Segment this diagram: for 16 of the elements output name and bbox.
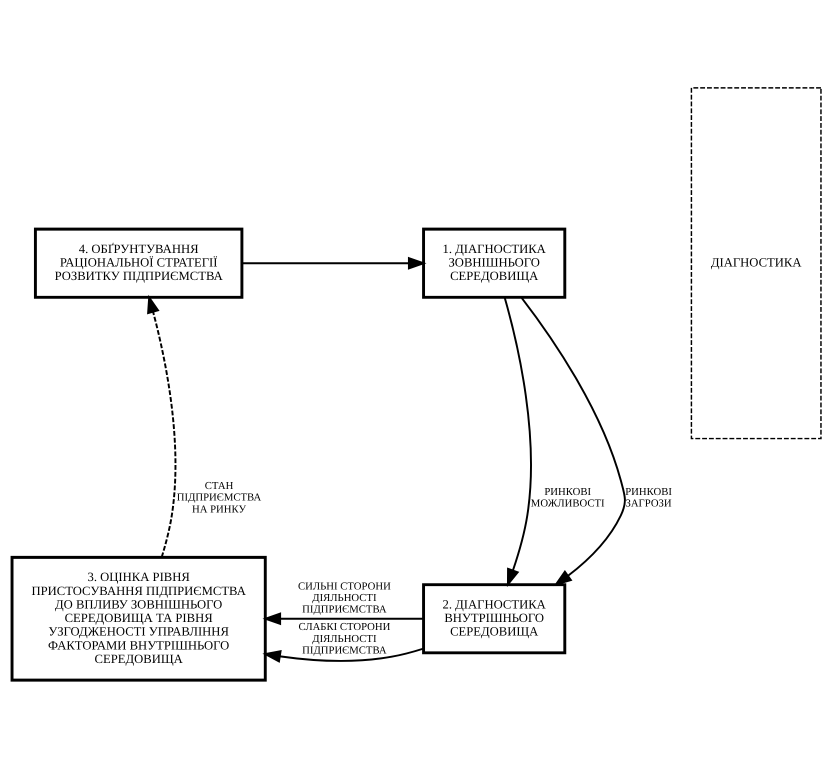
- node-box: 3. ОЦІНКА РІВНЯ ПРИСТОСУВАННЯ ПІДПРИЄМСТВА ДО ВПЛИВУ ЗОВНІШНЬОГО СЕРЕДОВИЩА ТА РІВНЯ УЗГОДЖЕНОСТІ УПРАВЛІННЯ ФАКТОРАМИ ВНУТРІШНЬОГО СЕРЕДОВИЩА: [10, 556, 267, 682]
- edge-label: РИНКОВІ МОЖЛИВОСТІ: [530, 486, 605, 510]
- arrow: [262, 612, 424, 626]
- arrow: [147, 294, 176, 558]
- arrow: [262, 648, 424, 663]
- edge-label: РИНКОВІ ЗАГРОЗИ: [625, 486, 672, 510]
- node-box: 2. ДІАГНОСТИКА ВНУТРІШНЬОГО СЕРЕДОВИЩА: [422, 583, 566, 654]
- edge-label: СИЛЬНІ СТОРОНИ ДІЯЛЬНОСТІ ПІДПРИЄМСТВА: [298, 580, 391, 616]
- edge-label: СЛАБКІ СТОРОНИ ДІЯЛЬНОСТІ ПІДПРИЄМСТВА: [298, 621, 390, 657]
- arrow: [520, 296, 626, 586]
- arrow: [242, 256, 426, 270]
- node-box: 4. ОБҐРУНТУВАННЯ РАЦІОНАЛЬНОЇ СТРАТЕГІЇ РОЗВИТКУ ПІДПРИЄМСТВА: [34, 228, 244, 299]
- node-box: ДІАГНОСТИКА: [690, 87, 822, 440]
- node-box: 1. ДІАГНОСТИКА ЗОВНІШНЬОГО СЕРЕДОВИЩА: [422, 228, 566, 299]
- arrow: [504, 297, 532, 588]
- edge-label: СТАН ПІДПРИЄМСТВА НА РИНКУ: [176, 480, 262, 516]
